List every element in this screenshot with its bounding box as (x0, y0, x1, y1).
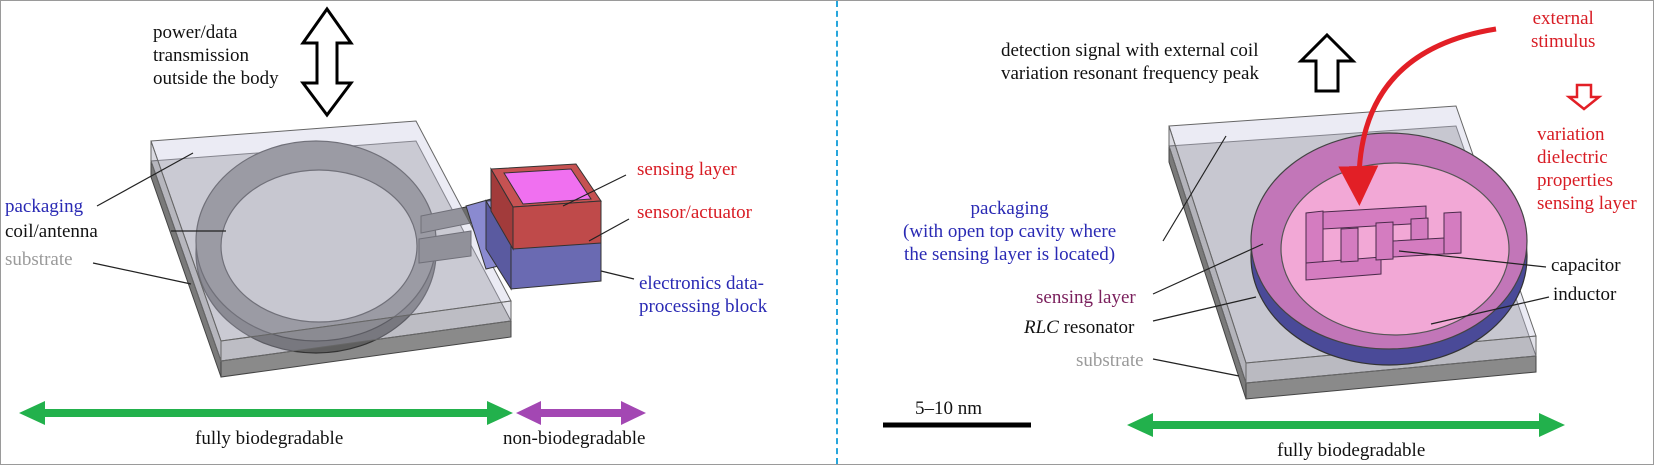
stimulus-down-arrow (1565, 83, 1603, 111)
electronics-label: electronics data- processing block (639, 273, 768, 317)
external-stimulus-label: external stimulus (1531, 8, 1596, 52)
left-purple-arrow (516, 401, 646, 425)
coil-lead-lower (418, 230, 472, 264)
substrate-leader (92, 262, 192, 285)
sensor-actuator-leader (588, 218, 630, 242)
rlc-resonator-label: RLC resonator (1024, 316, 1134, 339)
coil-antenna-label: coil/antenna (5, 221, 98, 242)
sensing-layer-label: sensing layer (637, 159, 737, 180)
sensor-actuator-label: sensor/actuator (637, 202, 753, 223)
right-sensing-layer-leader (1152, 243, 1264, 295)
inductor-leader (1430, 296, 1550, 325)
right-device (1168, 105, 1537, 400)
sensor-actuator-front (512, 200, 602, 250)
right-substrate-label: substrate (1076, 350, 1144, 371)
right-leader-lines (1152, 135, 1550, 377)
packaging-label: packaging (5, 196, 84, 217)
sensing-layer-leader (562, 174, 627, 207)
coil-ring-hole (220, 169, 418, 323)
right-substrate-leader (1152, 358, 1240, 377)
left-green-arrow (19, 401, 513, 425)
transmission-double-arrow (300, 6, 354, 118)
detection-up-arrow (1297, 32, 1357, 93)
right-fully-biodegradable-label: fully biodegradable (1277, 440, 1426, 461)
left-fully-biodegradable-label: fully biodegradable (195, 428, 344, 449)
sensor-actuator-side (490, 167, 514, 251)
variation-dielectric-label: variation dielectric properties sensing … (1537, 124, 1637, 214)
rlc-italic: RLC (1024, 317, 1059, 338)
non-biodegradable-label: non-biodegradable (503, 428, 646, 449)
packaging-leader (96, 152, 194, 207)
electronics-leader (600, 270, 635, 280)
panel-divider (836, 1, 838, 464)
left-packaging-front-side (220, 300, 512, 362)
right-green-arrow (1127, 413, 1565, 437)
left-leader-lines (92, 152, 635, 285)
stimulus-curved-arrow (1338, 26, 1497, 206)
right-packaging-leader (1162, 135, 1227, 242)
rlc-resonator-leader (1152, 296, 1257, 322)
transmission-label: power/data transmission outside the body (153, 22, 279, 89)
right-sensing-layer-label: sensing layer (1036, 287, 1136, 308)
scale-label: 5–10 nm (915, 398, 983, 419)
rlc-rest: resonator (1058, 317, 1135, 338)
right-packaging-label: packaging (with open top cavity where th… (903, 198, 1117, 265)
detection-label: detection signal with external coil vari… (1001, 40, 1259, 84)
substrate-label: substrate (5, 249, 73, 270)
inductor-label: inductor (1553, 284, 1617, 305)
sensing-layer-pad (503, 168, 592, 205)
capacitor-label: capacitor (1551, 255, 1621, 276)
capacitor-leader (1398, 250, 1547, 268)
left-device (150, 120, 602, 378)
